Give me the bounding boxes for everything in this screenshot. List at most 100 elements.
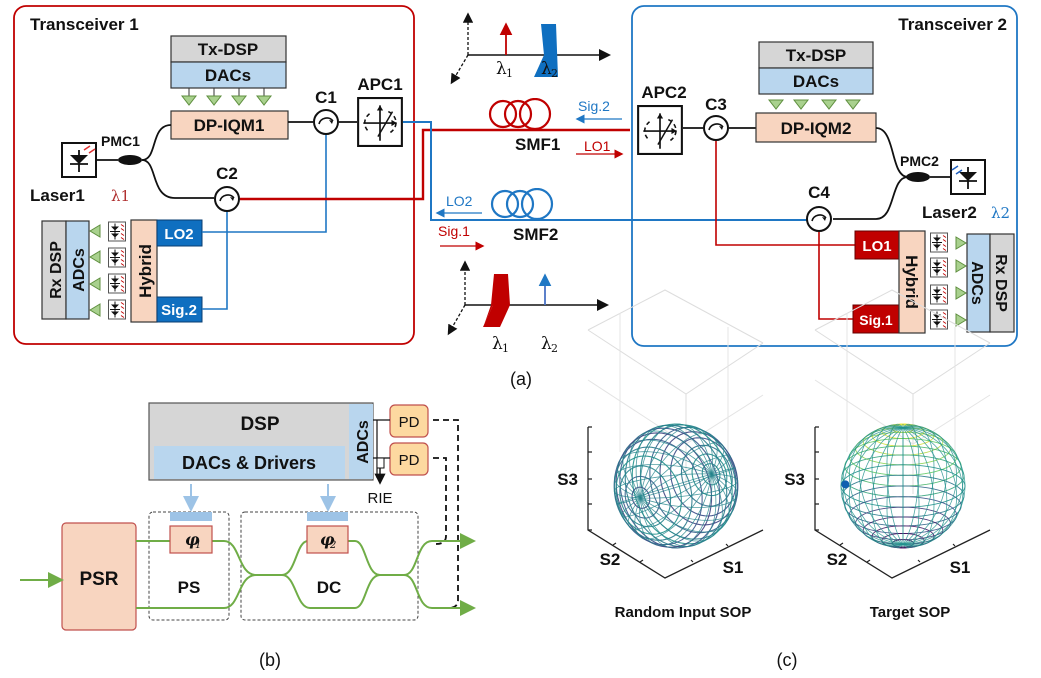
lambda1-label: λ	[492, 334, 503, 354]
apc2-icon	[637, 105, 683, 155]
pd-block-1	[389, 404, 429, 438]
target-sop-marker	[841, 480, 850, 489]
transceiver-1-title: Transceiver 1	[30, 15, 139, 34]
smf2-label: SMF2	[513, 225, 558, 244]
pmc2-coupler-icon	[906, 172, 930, 182]
pmc2-label: PMC2	[900, 153, 939, 169]
sphere-longitude-line	[640, 473, 735, 521]
sop-plot-title: Random Input SOP	[615, 604, 752, 621]
pd-label-2: PD	[399, 452, 420, 469]
sphere-longitude-line	[902, 423, 920, 545]
hybrid-label: Hybrid	[136, 244, 155, 298]
c4-label: C4	[808, 183, 830, 202]
rie-label: RIE	[367, 490, 392, 507]
dacs-label-2: DACs	[793, 72, 839, 91]
sphere-longitude-line	[629, 430, 712, 499]
dacs-label: DACs	[205, 66, 251, 85]
phi2-subscript: 2	[329, 540, 336, 551]
dp-iqm2-block	[755, 112, 877, 143]
pd-label-1: PD	[399, 414, 420, 431]
lambda2-label: λ	[541, 334, 552, 354]
lo1-label: LO1	[862, 238, 891, 255]
phi1-subscript: 1	[195, 540, 201, 551]
red-fiber	[240, 128, 630, 201]
rx-amplifiers	[89, 224, 101, 317]
sphere-longitude-line	[640, 467, 736, 499]
caption-a: (a)	[510, 369, 532, 389]
panel-a: Transceiver 1 Tx-DSP DACs DP-IQM1 PMC1 L…	[13, 5, 1018, 389]
laser2-wavelength: λ2	[991, 204, 1010, 222]
phi1-label: φ	[185, 530, 200, 549]
fiber-link: SMF1 SMF2 Sig.2 LO1 LO2 Sig.1	[240, 98, 830, 251]
pmc1-label: PMC1	[101, 133, 140, 149]
hybrid-label-2: Hybrid	[902, 255, 921, 309]
balanced-pd-icon	[930, 232, 948, 253]
transceiver-1-border	[13, 5, 415, 345]
sig1-label: Sig.1	[859, 312, 893, 328]
driver-amplifiers	[180, 88, 273, 106]
apc1-label: APC1	[357, 75, 402, 94]
sphere-longitude-line	[902, 424, 935, 545]
sop-plot-title: Target SOP	[870, 604, 951, 621]
laser1-emission-icon	[83, 145, 96, 154]
sphere-longitude-line	[871, 427, 904, 548]
sphere-longitude-line	[622, 439, 712, 499]
sphere-longitude-line	[858, 427, 904, 547]
blue-fiber	[403, 121, 830, 221]
sphere-longitude-line	[640, 473, 723, 542]
sphere-longitude-line	[640, 473, 739, 499]
laser1-label: Laser1	[30, 186, 85, 205]
sig1-direction-label: Sig.1	[438, 223, 470, 239]
sphere-longitude-line	[840, 427, 904, 545]
s2-axis-label: S2	[827, 550, 848, 569]
sig2-direction-label: Sig.2	[578, 98, 610, 114]
lambda2-label: λ	[541, 59, 552, 79]
balanced-pd-icon	[108, 299, 126, 320]
sphere-longitude-line	[842, 427, 904, 545]
sphere-longitude-line	[640, 426, 713, 498]
laser1-icon	[61, 142, 97, 178]
balanced-pd-icon	[108, 247, 126, 268]
sphere-longitude-line	[616, 473, 712, 505]
lo2-direction-label: LO2	[446, 193, 473, 209]
dp-iqm1-block	[170, 110, 289, 140]
balanced-pd-icon	[108, 273, 126, 294]
lambda1-subscript: 1	[502, 342, 509, 355]
balanced-pd-icon	[930, 309, 948, 330]
dacs-block	[170, 61, 287, 89]
panel-b: DSP DACs & Drivers ADCs PD PD RIE PSR	[20, 402, 476, 670]
sphere-longitude-line	[902, 427, 958, 546]
sphere-longitude-line	[617, 451, 712, 499]
lo1-direction-label: LO1	[584, 138, 611, 154]
pmc1-coupler-icon	[118, 155, 142, 165]
balanced-pd-icon	[930, 284, 948, 305]
sig2-spectrum-shape	[534, 24, 558, 77]
ps-electrode	[170, 512, 212, 521]
rx-dsp-label-2: Rx DSP	[992, 254, 1009, 312]
sphere-longitude-line	[639, 423, 712, 498]
sphere-longitude-line	[621, 473, 712, 518]
circulator-c3-icon	[703, 115, 729, 141]
dacs-block-2	[758, 67, 874, 95]
caption-c: (c)	[777, 650, 798, 670]
transceiver-2: Transceiver 2 APC2 C3 Tx-DSP DACs DP-IQM…	[631, 5, 1018, 347]
sphere-longitude-line	[902, 427, 966, 545]
lambda1-subscript: 1	[506, 67, 513, 80]
hybrid-block-2	[898, 230, 926, 334]
lo2-label: LO2	[164, 226, 193, 243]
rx-dsp-block-2	[989, 233, 1015, 333]
waveguides	[136, 533, 476, 616]
adcs-label-2: ADCs	[968, 261, 985, 305]
lambda1-label: λ	[496, 59, 507, 79]
c1-label: C1	[315, 88, 337, 107]
circulator-c4-icon	[806, 206, 832, 232]
adcs-block	[65, 220, 90, 320]
lambda2-subscript: 2	[551, 67, 558, 80]
sphere-longitude-line	[902, 427, 948, 547]
phi2-label: φ	[320, 530, 335, 549]
laser1-wavelength: λ1	[111, 187, 130, 205]
